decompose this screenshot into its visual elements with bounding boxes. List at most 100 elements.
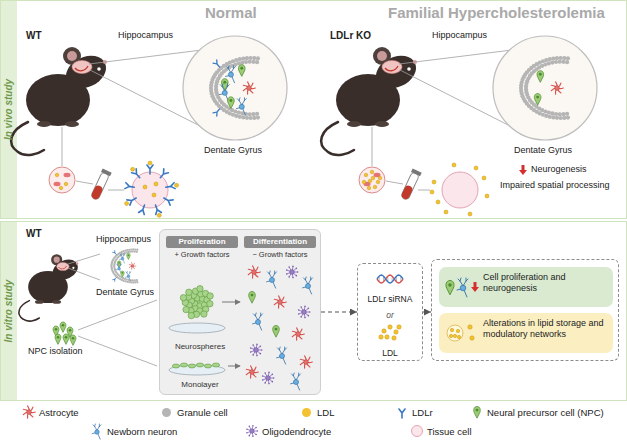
- legend-icon-space: [395, 405, 409, 419]
- npc-icon: [240, 67, 243, 70]
- legend-item: Tissue cell: [410, 424, 472, 438]
- ldl-particle: [397, 325, 401, 329]
- legend-label: Granule cell: [177, 407, 228, 418]
- oligodendrocyte-icon: [255, 434, 257, 436]
- granule-cell: [126, 278, 128, 280]
- oligodendrocyte-icon: [304, 317, 306, 319]
- ldl-particle: [154, 182, 158, 186]
- blood-tube: [400, 168, 422, 200]
- region-label: Hippocampus: [118, 30, 173, 41]
- neurosphere: [207, 293, 213, 299]
- ldlr-icon: [125, 183, 135, 190]
- astrocyte-icon: [131, 265, 134, 268]
- neuron-icon: [121, 257, 124, 260]
- granule-cell: [548, 115, 552, 119]
- neuron-icon: [457, 278, 468, 297]
- astrocyte-icon: [248, 266, 260, 278]
- oligodendrocyte-icon: [297, 271, 299, 273]
- panel-heading: In vitro study: [1, 222, 17, 400]
- ldlr-icon: [147, 165, 153, 174]
- ldlr-icon: [165, 183, 175, 190]
- astrocyte-icon: [247, 86, 252, 91]
- astrocyte-icon: [27, 410, 32, 415]
- oligodendrocyte-icon: [249, 426, 251, 428]
- legend-label: Newborn neuron: [107, 426, 177, 437]
- granule-cell: [256, 115, 260, 119]
- granule-cell: [562, 116, 566, 120]
- petri-dish: [169, 323, 225, 333]
- leader-line: [372, 127, 373, 166]
- oligodendrocyte-icon: [286, 269, 288, 271]
- granule-cell: [132, 279, 134, 281]
- granule-cell: [558, 60, 562, 64]
- leader-line: [108, 190, 124, 191]
- oligodendrocyte-icon: [246, 428, 248, 430]
- granule-cell: [561, 60, 565, 64]
- oligodendrocyte-icon: [262, 372, 275, 385]
- oligodendrocyte-icon: [304, 306, 306, 308]
- decrease-arrow: [471, 282, 479, 292]
- oligodendrocyte-icon: [290, 270, 295, 275]
- tissue-cell: [132, 172, 168, 208]
- npc-icon: [273, 326, 280, 338]
- legend-label: Tissue cell: [427, 426, 472, 437]
- astrocyte-icon: [243, 82, 255, 94]
- leader-line: [76, 181, 93, 184]
- granule-cell: [134, 279, 136, 281]
- ldl-particle: [430, 190, 434, 194]
- neuron-icon: [291, 373, 301, 390]
- mouse-figure: [19, 301, 39, 321]
- oligodendrocyte-icon: [272, 374, 274, 376]
- legend-item: Oligodendrocyte: [245, 424, 331, 438]
- oligodendrocyte-icon: [254, 348, 259, 353]
- ldlr-icon: [139, 204, 148, 215]
- legend-label: Neural precursor cell (NPC): [487, 407, 604, 418]
- genotype-label: WT: [26, 30, 42, 42]
- npc-icon: [249, 292, 256, 304]
- ldl-particle: [452, 163, 456, 167]
- granule-cell: [251, 60, 255, 64]
- region-label: Dentate Gyrus: [96, 287, 154, 298]
- oligodendrocyte-icon: [292, 277, 294, 279]
- ldl-particle: [450, 328, 453, 331]
- granule-cell: [136, 281, 138, 283]
- ldl-particle: [468, 325, 472, 329]
- monolayer-cell: [172, 364, 179, 368]
- region-label: Dentate Gyrus: [514, 145, 572, 156]
- result-box: Cell proliferation and neurogenesisAlter…: [431, 259, 619, 361]
- oligodendrocyte-icon: [266, 376, 271, 381]
- leader-line: [78, 300, 157, 330]
- npc-icon: [127, 253, 131, 259]
- ldlr-icon: [158, 169, 168, 180]
- mouse-figure: [67, 51, 77, 61]
- oligodendrocyte-icon: [252, 425, 254, 427]
- ldlr-icon: [158, 169, 168, 180]
- oligodendrocyte-icon: [308, 315, 310, 317]
- mouse-figure: [72, 61, 92, 74]
- ldl-particle: [468, 212, 472, 216]
- granule-cell: [241, 115, 245, 119]
- decrease-arrow: [519, 165, 527, 175]
- mouse-figure: [371, 50, 422, 95]
- granule-cell: [132, 248, 134, 250]
- npc-icon: [69, 329, 72, 332]
- stage-header: Proliferation: [166, 236, 238, 248]
- granule-cell: [550, 60, 554, 64]
- legend-item: LDL: [300, 405, 334, 419]
- npc-icon: [128, 254, 130, 256]
- ldl-particle: [457, 335, 460, 338]
- magnified-view: [183, 36, 287, 140]
- ldl-particle: [376, 180, 380, 184]
- oligodendrocyte-icon: [273, 377, 275, 379]
- astrocyte-icon: [278, 300, 283, 305]
- legend-swatch: [302, 408, 311, 417]
- granule-cell: [566, 56, 570, 60]
- flow-arrow: [423, 311, 431, 312]
- ldl-particle: [382, 329, 386, 333]
- oligodendrocyte-icon: [249, 435, 251, 437]
- blood-tube: [411, 168, 422, 176]
- npc-icon: [65, 336, 68, 339]
- npc-icon: [536, 96, 539, 99]
- granule-cell: [251, 112, 255, 116]
- npc-icon: [55, 334, 61, 344]
